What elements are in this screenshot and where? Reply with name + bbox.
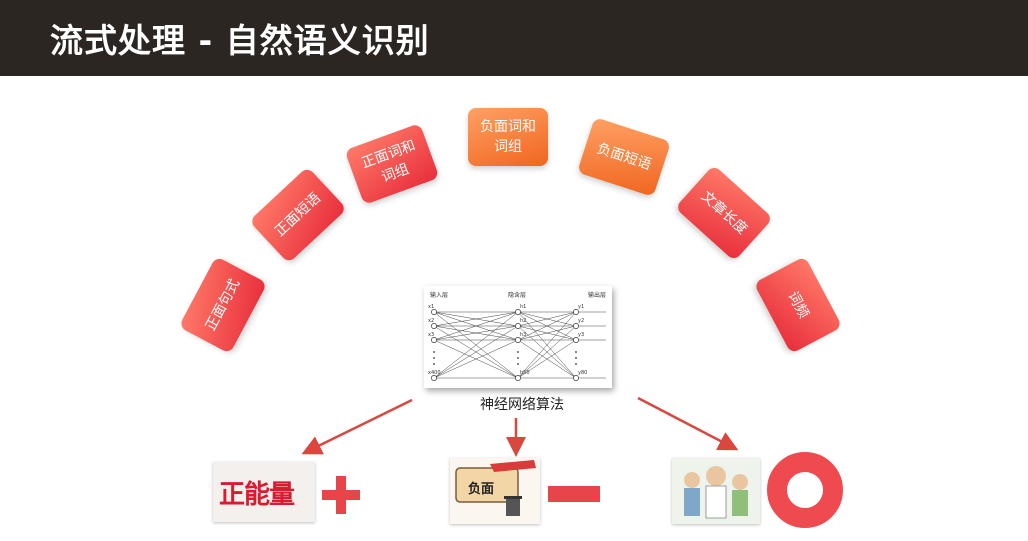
network-edge bbox=[517, 325, 577, 341]
arrow-to-positive bbox=[301, 398, 413, 455]
ellipsis-dot bbox=[575, 357, 577, 359]
network-node bbox=[573, 375, 579, 381]
network-node-label: h3 bbox=[520, 332, 526, 338]
network-edge bbox=[517, 311, 577, 327]
ellipsis-dot bbox=[433, 357, 435, 359]
network-node bbox=[431, 337, 437, 343]
negative-image-text: 负面 bbox=[468, 482, 495, 497]
network-node bbox=[431, 309, 437, 315]
network-node bbox=[515, 375, 521, 381]
neural-network-caption: 神经网络算法 bbox=[480, 397, 564, 413]
network-edge bbox=[517, 311, 577, 341]
network-edge bbox=[433, 311, 519, 341]
network-node-label: y2 bbox=[578, 318, 584, 324]
network-node-label: x2 bbox=[428, 318, 434, 324]
layer-label-hidden: 隐含层 bbox=[508, 291, 526, 299]
ellipsis-dot bbox=[517, 363, 519, 365]
positive-image-text: 正能量 bbox=[219, 480, 295, 510]
network-node-label: h2 bbox=[520, 318, 526, 324]
network-node-label: h50 bbox=[520, 370, 530, 376]
plus-icon bbox=[322, 476, 360, 514]
network-node bbox=[515, 323, 521, 329]
crowd-illustration bbox=[684, 466, 748, 519]
neural-network-diagram: 输入层 隐含层 输出层 x1 x2 x3 x400 h1 h2 h3 h50 y1 y2 y3 y80 bbox=[424, 286, 612, 388]
network-edge bbox=[433, 311, 519, 379]
network-node-label: y80 bbox=[578, 370, 587, 376]
network-node-label: x3 bbox=[428, 332, 434, 338]
trash-can-icon bbox=[455, 460, 536, 516]
network-node-label: x400 bbox=[428, 370, 441, 376]
network-edges bbox=[433, 311, 606, 379]
network-node bbox=[573, 309, 579, 315]
neural-network-graph: 输入层 隐含层 输出层 x1 x2 x3 x400 h1 h2 h3 h50 y1 y2 y3 y80 bbox=[428, 291, 606, 381]
ellipsis-dot bbox=[517, 357, 519, 359]
network-node bbox=[515, 337, 521, 343]
network-node-label: y3 bbox=[578, 332, 584, 338]
network-node bbox=[515, 309, 521, 315]
page-title: 流式处理 - 自然语义识别 bbox=[50, 21, 430, 60]
ellipsis-dot bbox=[575, 351, 577, 353]
network-edge bbox=[433, 325, 519, 379]
feature-label: 负面词和 词组 bbox=[480, 119, 536, 155]
network-nodes: x1 x2 x3 x400 h1 h2 h3 h50 y1 y2 y3 y80 bbox=[428, 304, 587, 381]
network-edge bbox=[433, 311, 519, 327]
network-node bbox=[573, 337, 579, 343]
network-node bbox=[573, 323, 579, 329]
layer-label-input: 输入层 bbox=[430, 291, 448, 299]
network-edge bbox=[517, 311, 577, 379]
ellipsis-dot bbox=[575, 363, 577, 365]
network-edge bbox=[517, 325, 577, 379]
header-bar: 流式处理 - 自然语义识别 bbox=[0, 0, 1028, 76]
network-edge bbox=[433, 339, 519, 379]
ellipsis-dot bbox=[433, 363, 435, 365]
positive-energy-image: 正能量 bbox=[213, 462, 315, 522]
layer-label-output: 输出层 bbox=[588, 291, 606, 299]
negative-cartoon-image: 负面 bbox=[450, 458, 540, 524]
ellipsis-dot bbox=[433, 351, 435, 353]
network-node bbox=[431, 375, 437, 381]
network-edge bbox=[433, 325, 519, 341]
neutral-circle-icon bbox=[767, 452, 843, 528]
feature-card-negative-words: 负面词和 词组 bbox=[468, 108, 548, 166]
neutral-crowd-image bbox=[672, 458, 760, 524]
ellipsis-dot bbox=[517, 351, 519, 353]
network-node-label: h1 bbox=[520, 304, 526, 310]
network-node-label: x1 bbox=[428, 304, 434, 310]
minus-icon bbox=[548, 486, 600, 502]
network-node-label: y1 bbox=[578, 304, 584, 310]
network-node bbox=[431, 323, 437, 329]
network-edge bbox=[517, 339, 577, 379]
arrow-to-neutral bbox=[637, 396, 739, 451]
